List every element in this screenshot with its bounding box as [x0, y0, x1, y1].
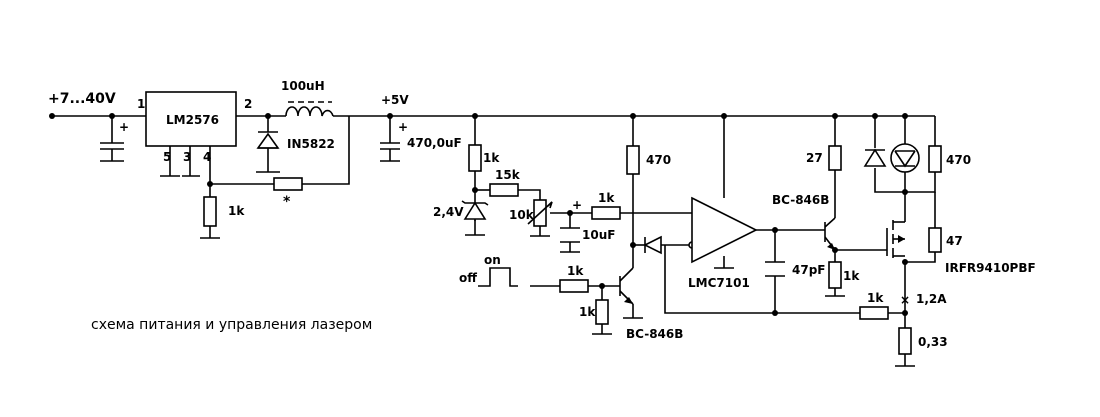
driver-collector-resistor [828, 145, 842, 171]
regulator-pin2: 2 [244, 97, 252, 111]
reference-capacitor [560, 227, 580, 243]
inductor-coil [285, 101, 334, 117]
feedback-resistor-bottom-value: 1k [228, 204, 245, 218]
regulator-pin5: 5 [163, 150, 171, 164]
regulator-pin4: 4 [203, 150, 211, 164]
input-capacitor [100, 142, 124, 150]
sense-resistor [898, 327, 912, 355]
reference-input-value: 1k [598, 191, 615, 205]
led-resistor [928, 145, 942, 173]
schottky-label: IN5822 [287, 137, 335, 151]
control-base-resistor [559, 279, 589, 293]
opamp-label: LMC7101 [688, 276, 750, 290]
reference-resistor-top [468, 144, 482, 172]
mosfet-label: IRFR9410PBF [945, 261, 1036, 275]
driver-emitter-value: 1k [843, 269, 860, 283]
control-pulldown-resistor [595, 299, 609, 325]
reference-cap-polarity: + [572, 198, 582, 212]
pulse-off-label: off [459, 271, 477, 285]
mosfet [886, 220, 905, 258]
feedback-resistor-bottom [203, 196, 217, 227]
gate-resistor-value: 47 [946, 234, 963, 248]
input-voltage-label: +7...40V [48, 91, 116, 107]
schottky-diode [256, 131, 280, 158]
control-transistor-label: BC-846B [626, 327, 683, 341]
inductor-value: 100uH [281, 79, 325, 93]
reference-series-resistor [489, 183, 519, 197]
output-capacitor [380, 142, 400, 150]
feedback-resistor-marker: * [283, 194, 291, 210]
driver-transistor [824, 217, 836, 251]
potentiometer [527, 199, 553, 227]
pulse-on-label: on [484, 253, 501, 267]
rail-label: +5V [381, 93, 409, 107]
regulator-ic [145, 91, 237, 147]
reference-resistor-top-value: 1k [483, 151, 500, 165]
driver-collector-value: 27 [806, 151, 823, 165]
potentiometer-value: 10k [509, 208, 535, 222]
schematic-caption: схема питания и управления лазером [91, 317, 372, 333]
comp-capacitor-value: 47pF [792, 263, 826, 277]
control-pulldown-value: 1k [579, 305, 596, 319]
regulator-name: LM2576 [166, 113, 219, 127]
reference-input-resistor [591, 206, 621, 220]
gate-resistor [928, 227, 942, 253]
pulse-waveform [478, 267, 518, 287]
input-cap-polarity: + [119, 120, 129, 134]
control-base-value: 1k [567, 264, 584, 278]
feedback-sense-value: 1k [867, 291, 884, 305]
sense-resistor-value: 0,33 [918, 335, 948, 349]
opamp-triangle [691, 196, 758, 264]
ground-symbols [100, 149, 915, 367]
control-transistor [619, 267, 634, 305]
zener-diode [461, 200, 489, 221]
zener-label: 2,4V [433, 205, 464, 219]
output-cap-value: 470,0uF [407, 136, 462, 150]
driver-emitter-resistor [828, 261, 842, 289]
control-collector-value: 470 [646, 153, 671, 167]
reference-series-value: 15k [495, 168, 521, 182]
regulator-pin1: 1 [137, 97, 145, 111]
output-cap-polarity: + [398, 120, 408, 134]
current-marker: × [900, 293, 910, 307]
feedback-sense-resistor [859, 306, 889, 320]
feedback-resistor [273, 177, 303, 191]
reference-cap-value: 10uF [582, 228, 615, 242]
driver-transistor-label: BC-846B [772, 193, 829, 207]
signal-diode [643, 235, 662, 255]
laser-diode [890, 143, 920, 173]
control-collector-resistor [626, 145, 640, 175]
current-value: 1,2A [916, 292, 947, 306]
protection-diode [863, 148, 887, 167]
comp-capacitor [765, 261, 785, 277]
led-resistor-value: 470 [946, 153, 971, 167]
regulator-pin3: 3 [183, 150, 191, 164]
